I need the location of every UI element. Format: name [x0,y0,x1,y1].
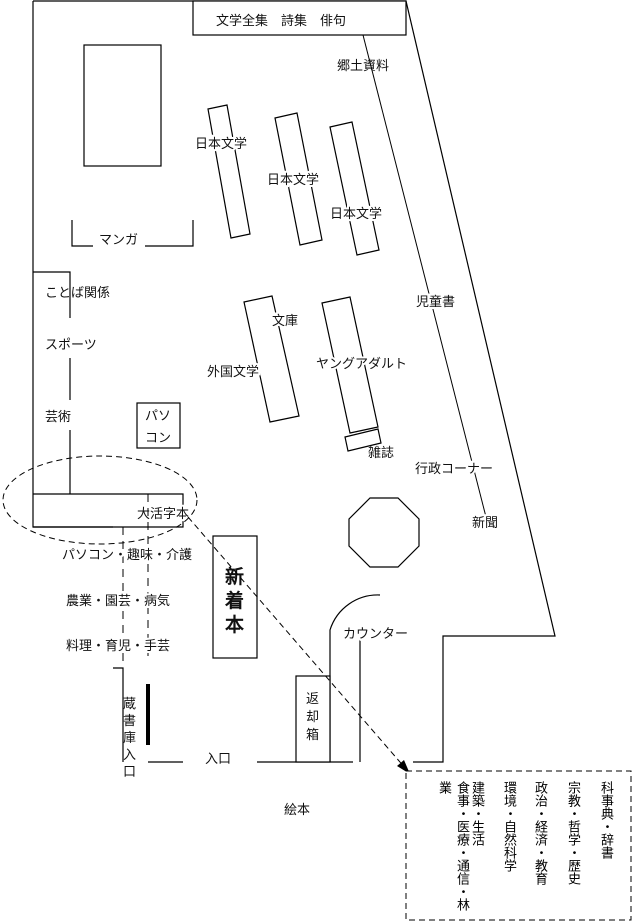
large-print-label: 大活字本 [137,507,189,522]
large-print-shelf [33,493,184,528]
local-materials-label: 郷土資料 [337,59,389,74]
young-adult-shelf [321,296,379,434]
japanese-lit-label-2: 日本文学 [267,172,319,188]
return-box-char-2: 却 [306,710,319,725]
japanese-lit-label-1: 日本文学 [195,136,247,152]
agri-row-label: 農業・園芸・病気 [66,593,170,609]
pc-corner-label-1: パソ [145,409,171,424]
callout-col-1: 科事典・辞書 [598,781,613,859]
sports-label: スポーツ [45,338,97,353]
new-arrivals-char-1: 新 [225,565,244,588]
bunko-label: 文庫 [272,314,298,329]
manga-shelf [71,220,194,247]
cooking-row-label: 料理・育児・手芸 [66,638,170,654]
callout-col-4: 環境・自然科学 [501,781,516,872]
callout-col-3: 政治・経済・教育 [532,781,547,885]
japanese-lit-shelf-2: 日本文学 [265,112,323,246]
callout-arrow-line [187,516,407,770]
return-box-label: 返 却 箱 [306,692,319,743]
callout-columns: 科事典・辞書 宗教・哲学・歴史 政治・経済・教育 環境・自然科学 建築・生活 食… [406,771,631,920]
literature-complete-label: 文学全集 詩集 俳句 [216,13,346,29]
storage-char-2: 書 [123,714,136,729]
entrance-label: 入口 [205,752,231,767]
manga-label: マンガ [99,233,138,248]
counter-desk [329,594,381,762]
storage-char-3: 庫 [123,731,136,746]
return-box [295,675,331,763]
highlight-ellipse [2,455,198,545]
young-adult-label: ヤングアダルト [316,357,407,372]
new-arrivals-shelf [212,535,258,659]
childrens-books-label: 児童書 [416,294,455,310]
new-arrivals-label: 新 着 本 [225,565,244,636]
storage-char-1: 蔵 [123,697,136,712]
language-label: ことば関係 [45,286,110,301]
japanese-lit-shelf-3: 日本文学 [328,121,384,256]
newspapers-label: 新聞 [472,515,498,531]
magazines-rack [344,428,382,452]
literature-shelf [192,0,407,36]
storage-char-5: 口 [123,765,136,780]
japanese-lit-label-3: 日本文学 [330,206,382,222]
octagon-table [348,497,420,568]
counter-label: カウンター [343,627,408,642]
japanese-lit-shelf-1: 日本文学 [193,104,251,239]
magazines-label: 雑誌 [368,445,394,461]
childrens-area-line [362,34,487,518]
storage-char-4: 入 [123,748,136,763]
left-wall-shelf [33,271,71,494]
return-box-char-3: 箱 [306,727,319,743]
pc-corner [136,402,181,449]
storage-entrance-label: 蔵 書 庫 入 口 [123,697,136,780]
callout-col-5: 建築・生活 [469,781,484,846]
new-arrivals-char-2: 着 [225,589,244,612]
callout-box [405,770,632,921]
picture-books-label: 絵本 [284,803,310,818]
callout-col-6: 食事・医療・通信・林業 [436,781,469,911]
arts-label: 芸術 [45,409,71,425]
bunko-shelf [243,295,300,423]
return-box-char-1: 返 [306,692,319,707]
hobby-row-label: パソコン・趣味・介護 [62,547,192,563]
callout-col-2: 宗教・哲学・歴史 [565,781,580,885]
administration-label: 行政コーナー [415,462,493,477]
pc-corner-label-2: コン [145,431,171,446]
large-shelf [83,44,162,167]
new-arrivals-char-3: 本 [225,613,244,636]
foreign-lit-label: 外国文学 [207,364,259,380]
